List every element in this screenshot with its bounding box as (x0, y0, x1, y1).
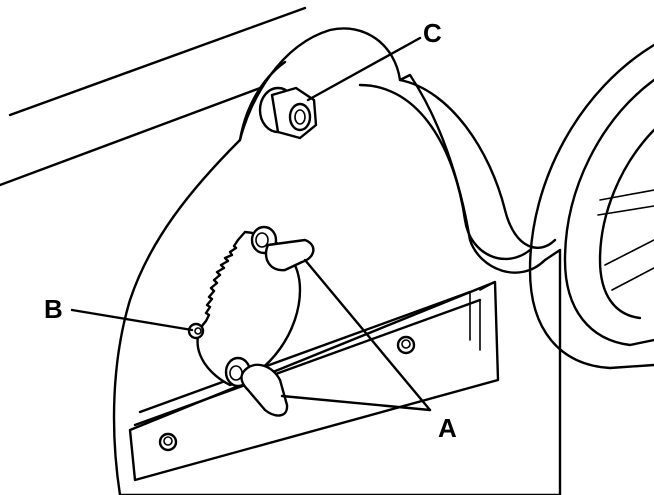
leader-line-c (306, 36, 422, 102)
leader-lines (70, 36, 432, 412)
leader-line-a-upper (303, 258, 432, 412)
callout-label-c: C (423, 18, 442, 48)
discharge-opening (196, 230, 302, 387)
stud-b (187, 322, 205, 340)
deck-skirt-rail (128, 280, 500, 482)
callout-label-b: B (44, 294, 63, 324)
skirt-bolt-right (396, 335, 416, 355)
leader-line-b (70, 308, 194, 332)
rear-wheel (528, 43, 654, 370)
leader-line-a-lower (280, 394, 432, 412)
wing-knob-upper (250, 225, 315, 272)
skirt-bolt-left (158, 432, 178, 452)
wing-knob-lower (224, 356, 289, 417)
callout-label-a: A (438, 413, 457, 443)
flange-nut-c (258, 86, 318, 140)
